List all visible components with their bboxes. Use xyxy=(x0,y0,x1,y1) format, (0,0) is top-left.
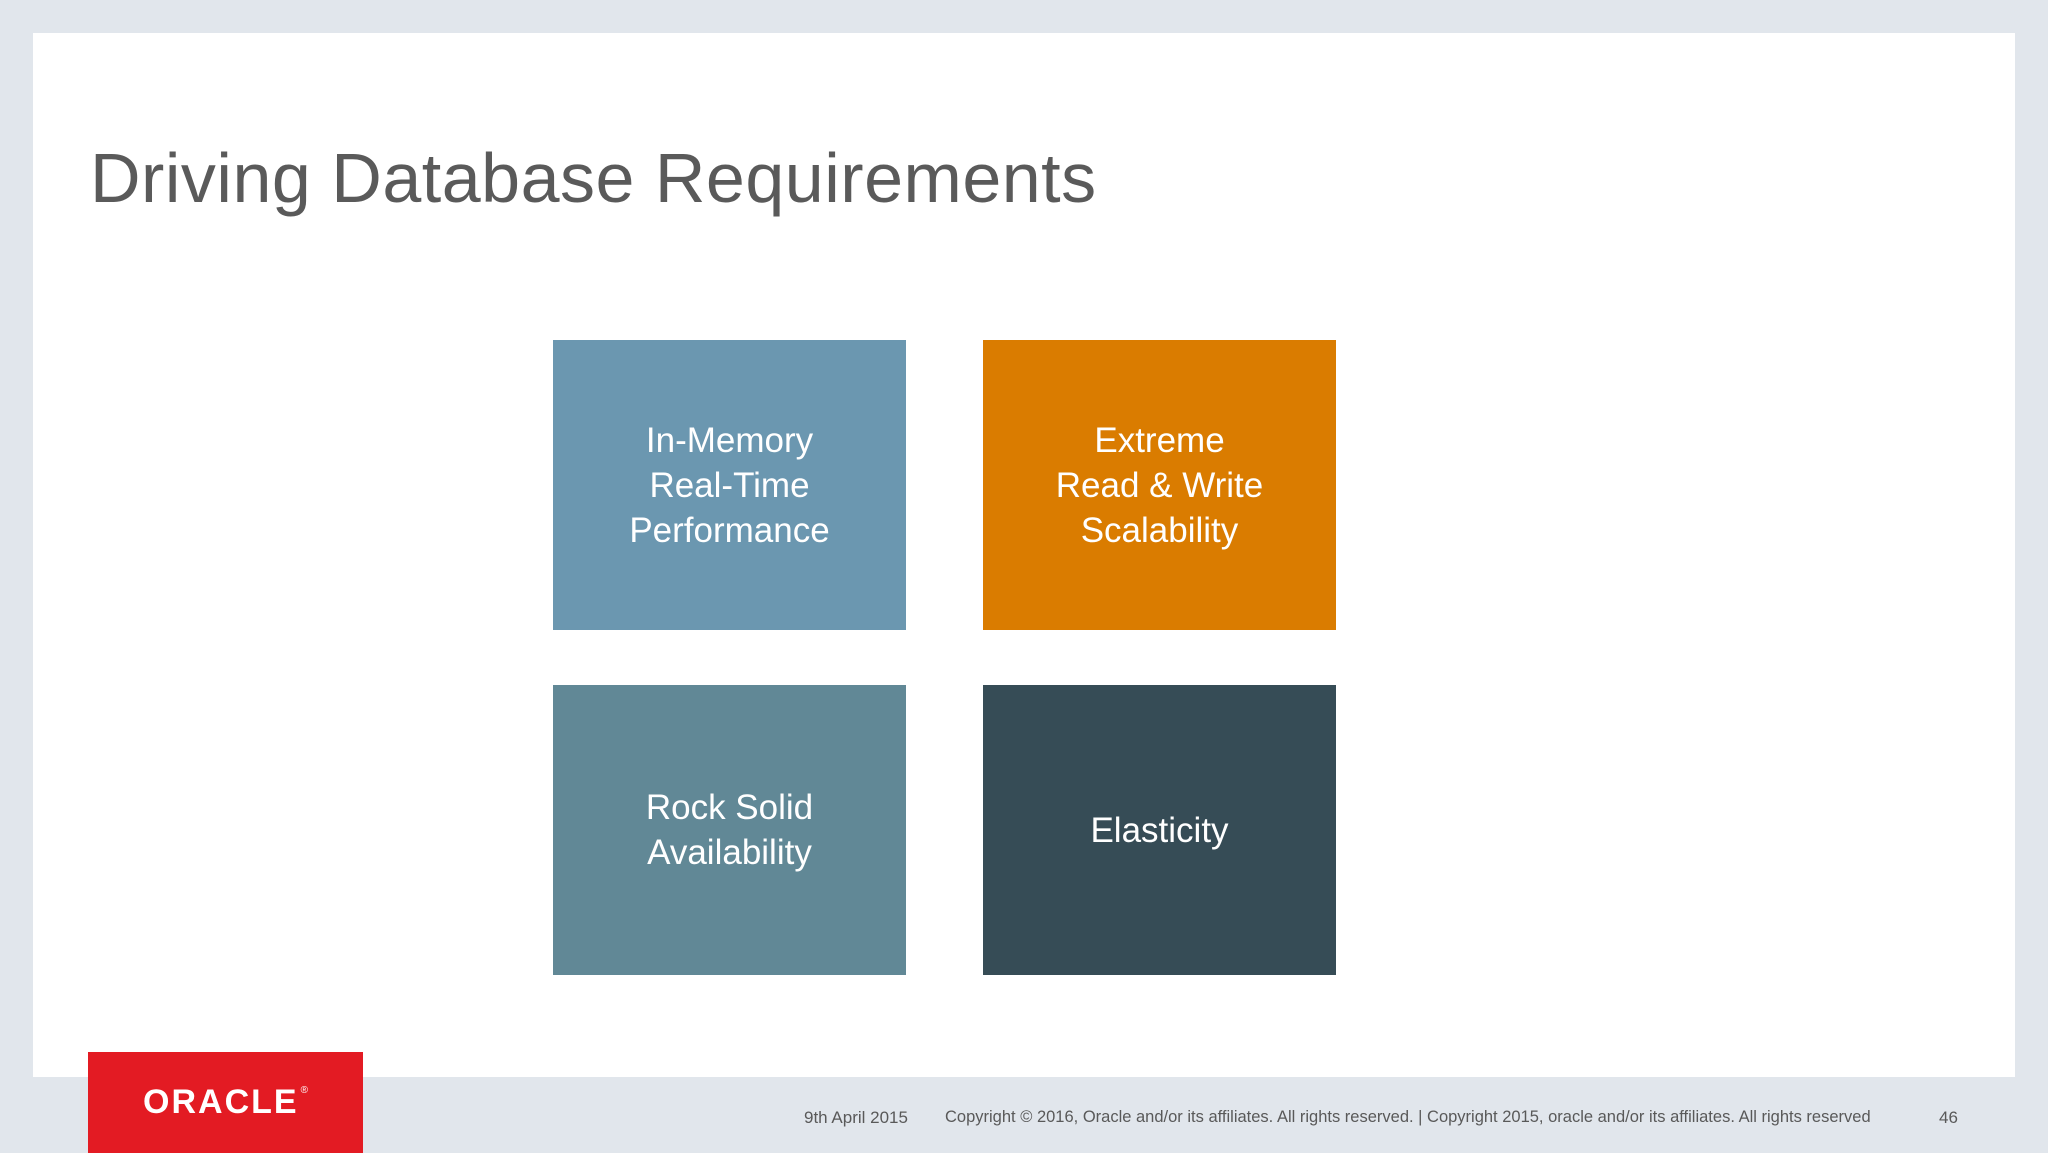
tile-label: Rock Solid Availability xyxy=(645,788,814,872)
tile-elasticity: Elasticity xyxy=(983,685,1336,975)
footer-date: 9th April 2015 xyxy=(804,1108,908,1127)
tile-label: In-Memory Real-Time Performance xyxy=(629,420,830,550)
tile-in-memory-performance: In-Memory Real-Time Performance xyxy=(553,340,906,630)
footer-copyright: Copyright © 2016, Oracle and/or its affi… xyxy=(945,1108,1871,1126)
page-number: 46 xyxy=(1939,1108,1958,1127)
oracle-logo: ORACLE® xyxy=(88,1052,363,1153)
oracle-wordmark: ORACLE® xyxy=(143,1083,308,1122)
tile-label: Extreme Read & Write Scalability xyxy=(1055,420,1264,550)
registered-mark: ® xyxy=(300,1085,308,1096)
logo-text: ORACLE xyxy=(143,1083,299,1121)
tile-rock-solid-availability: Rock Solid Availability xyxy=(553,685,906,975)
slide-title: Driving Database Requirements xyxy=(90,139,1097,217)
tile-label: Elasticity xyxy=(1090,810,1229,850)
tile-read-write-scalability: Extreme Read & Write Scalability xyxy=(983,340,1336,630)
